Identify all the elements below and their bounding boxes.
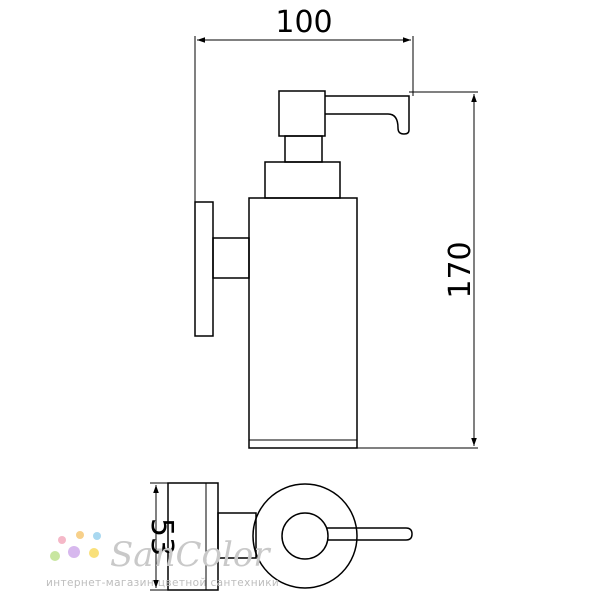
watermark: SanColor интернет-магазин цветной сантех… bbox=[46, 531, 279, 589]
dimension-width: 100 bbox=[194, 5, 414, 202]
top-spout bbox=[327, 527, 413, 541]
watermark-dot bbox=[76, 531, 84, 539]
depth-label: 53 bbox=[144, 518, 179, 556]
front-view bbox=[194, 90, 410, 449]
mounting-arm bbox=[212, 237, 250, 279]
pump-stem bbox=[284, 135, 323, 163]
top-view bbox=[167, 482, 413, 591]
wall-plate bbox=[194, 201, 214, 337]
bottle-body bbox=[248, 197, 358, 449]
height-label: 170 bbox=[443, 241, 478, 298]
bottle-collar bbox=[264, 161, 341, 199]
top-pump-head bbox=[281, 512, 329, 560]
watermark-dot bbox=[58, 536, 66, 544]
watermark-brand: SanColor bbox=[110, 535, 271, 575]
watermark-dot bbox=[89, 548, 99, 558]
top-arm bbox=[217, 512, 257, 559]
watermark-dot bbox=[50, 551, 60, 561]
watermark-tagline: интернет-магазин цветной сантехники bbox=[46, 577, 279, 589]
pump-spout bbox=[325, 95, 410, 135]
watermark-dot bbox=[93, 532, 101, 540]
dimension-height: 170 bbox=[357, 91, 478, 449]
dimension-depth: 53 bbox=[144, 482, 179, 591]
pump-head bbox=[278, 90, 326, 137]
watermark-dot bbox=[68, 546, 80, 558]
width-label: 100 bbox=[275, 5, 332, 40]
top-bottle-outline bbox=[252, 483, 358, 589]
